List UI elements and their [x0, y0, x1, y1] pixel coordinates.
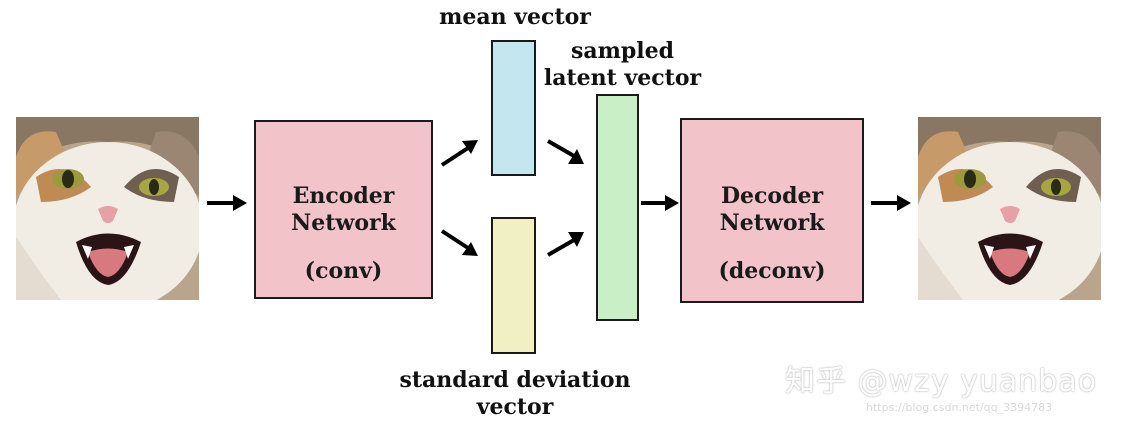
arrow-decoder-to-output [871, 195, 911, 211]
encoder-line1: Encoder [292, 183, 395, 209]
arrow-encoder-to-std [440, 229, 478, 256]
zhihu-watermark: 知乎 @wzy yuanbao [785, 364, 1098, 399]
std-vector-box [491, 217, 536, 354]
input-cat-image [16, 117, 199, 300]
decoder-line3: (deconv) [718, 258, 826, 284]
arrow-latent-to-decoder [641, 195, 679, 211]
output-cat-image [918, 117, 1101, 300]
sampled-label-line2: latent vector [543, 65, 702, 91]
sampled-label-line1: sampled [570, 38, 675, 64]
decoder-line2: Network [719, 210, 825, 236]
decoder-network-box: Decoder Network (deconv) [680, 118, 864, 303]
arrow-std-to-latent [547, 232, 584, 257]
std-vector-label-line2: vector [476, 394, 554, 420]
arrow-mean-to-latent [547, 139, 584, 164]
encoder-network-box: Encoder Network (conv) [254, 120, 433, 299]
latent-vector-box [596, 94, 639, 321]
encoder-line2: Network [291, 210, 396, 236]
csdn-url-watermark: https://blog.csdn.net/qq_3394783 [866, 401, 1053, 414]
arrow-input-to-encoder [207, 195, 247, 211]
mean-vector-label: mean vector [439, 4, 591, 30]
encoder-line3: (conv) [304, 258, 383, 284]
arrow-encoder-to-mean [440, 140, 478, 167]
decoder-line1: Decoder [720, 183, 824, 209]
std-vector-label-line1: standard deviation [399, 367, 631, 393]
mean-vector-box [491, 40, 536, 176]
